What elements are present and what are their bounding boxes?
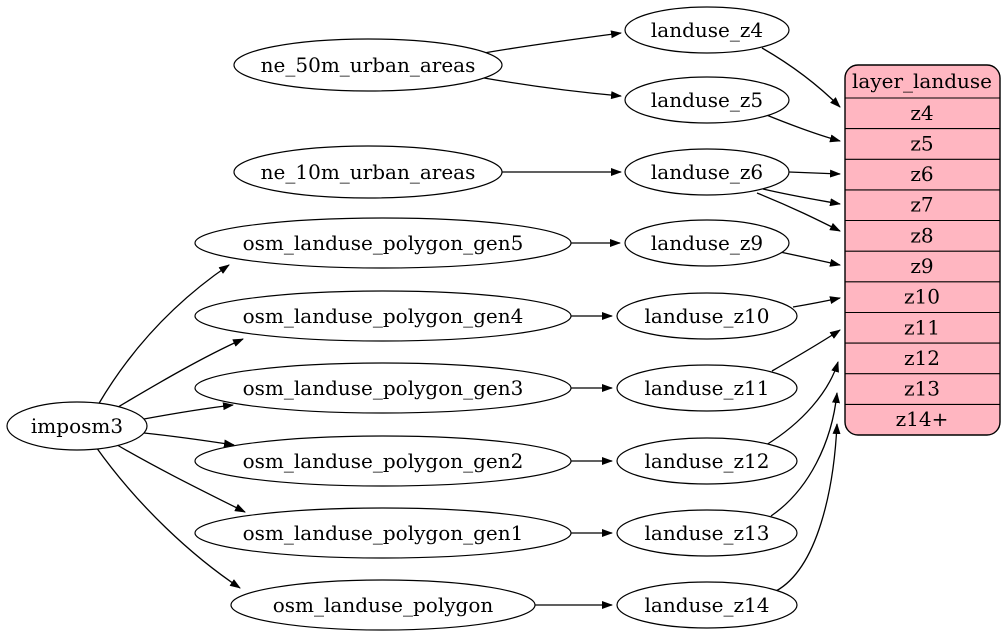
node-landuse_z5-shape: [624, 76, 790, 124]
node-osm_landuse_polygon: osm_landuse_polygon: [230, 579, 536, 631]
node-landuse_z6-label: landuse_z6: [651, 160, 763, 184]
table-row-z14plus: z14+: [896, 407, 949, 431]
node-osm_landuse_polygon_gen4: osm_landuse_polygon_gen4: [194, 290, 572, 342]
node-ne_10m_urban_areas: ne_10m_urban_areas: [233, 145, 503, 199]
table-row-z11: z11: [904, 315, 940, 339]
node-landuse_z4: landuse_z4: [624, 6, 790, 54]
edge-landuse_z9-row-z9: [779, 251, 841, 267]
node-landuse_z14: landuse_z14: [616, 581, 798, 629]
node-imposm3-label: imposm3: [31, 414, 123, 438]
node-landuse_z11-label: landuse_z11: [645, 376, 770, 400]
node-osm_landuse_polygon_gen2-label: osm_landuse_polygon_gen2: [243, 449, 524, 473]
table-row-z8: z8: [910, 223, 933, 247]
node-imposm3: imposm3: [6, 401, 148, 451]
node-ne_50m_urban_areas-shape: [233, 38, 503, 92]
node-landuse_z12: landuse_z12: [616, 437, 798, 485]
node-osm_landuse_polygon_gen1: osm_landuse_polygon_gen1: [194, 507, 572, 559]
edge-landuse_z6-row-z8: [756, 192, 841, 232]
node-osm_landuse_polygon_gen1-label: osm_landuse_polygon_gen1: [243, 521, 524, 545]
edge-landuse_z11-row-z11: [771, 329, 841, 372]
table-row-z13: z13: [904, 377, 940, 401]
node-osm_landuse_polygon_gen5-shape: [194, 217, 572, 269]
node-landuse_z9-shape: [624, 219, 790, 267]
node-landuse_z6-shape: [624, 148, 790, 196]
node-landuse_z11: landuse_z11: [616, 364, 798, 412]
edges: [95, 30, 841, 609]
edge-imposm3-osm_landuse_polygon_gen5: [97, 264, 230, 406]
node-landuse_z10: landuse_z10: [616, 292, 798, 340]
table-row-z12: z12: [904, 346, 940, 370]
edge-landuse_z6-row-z6: [788, 169, 841, 178]
table-title: layer_landuse: [852, 69, 992, 93]
node-osm_landuse_polygon_gen5: osm_landuse_polygon_gen5: [194, 217, 572, 269]
node-osm_landuse_polygon_gen5-label: osm_landuse_polygon_gen5: [243, 231, 524, 255]
node-landuse_z4-shape: [624, 6, 790, 54]
node-ne_10m_urban_areas-label: ne_10m_urban_areas: [261, 160, 476, 184]
node-landuse_z11-shape: [616, 364, 798, 412]
edge-landuse_z4-row-z4: [761, 47, 841, 108]
edge-landuse_z6-row-z7: [762, 188, 841, 207]
node-osm_landuse_polygon_gen1-shape: [194, 507, 572, 559]
table-layer_landuse-body: [844, 64, 1001, 436]
node-landuse_z12-label: landuse_z12: [645, 449, 770, 473]
node-imposm3-shape: [6, 401, 148, 451]
node-landuse_z9-label: landuse_z9: [651, 231, 763, 255]
node-osm_landuse_polygon_gen3: osm_landuse_polygon_gen3: [194, 362, 572, 414]
node-osm_landuse_polygon_gen2-shape: [194, 435, 572, 487]
node-osm_landuse_polygon_gen3-label: osm_landuse_polygon_gen3: [243, 376, 524, 400]
node-landuse_z6: landuse_z6: [624, 148, 790, 196]
node-landuse_z12-shape: [616, 437, 798, 485]
edge-landuse_z12-row-z12: [765, 361, 839, 446]
node-osm_landuse_polygon_gen2: osm_landuse_polygon_gen2: [194, 435, 572, 487]
edge-ne_50m_urban_areas-landuse_z5: [483, 77, 622, 100]
node-landuse_z4-label: landuse_z4: [651, 18, 763, 42]
node-landuse_z9: landuse_z9: [624, 219, 790, 267]
node-osm_landuse_polygon_gen3-shape: [194, 362, 572, 414]
node-osm_landuse_polygon-label: osm_landuse_polygon: [273, 593, 494, 617]
node-ne_10m_urban_areas-shape: [233, 145, 503, 199]
table-layer_landuse: layer_landuse z4 z5 z6 z7 z8 z9 z10 z11 …: [844, 64, 1001, 436]
edge-ne_50m_urban_areas-landuse_z4: [483, 30, 622, 54]
node-landuse_z5-label: landuse_z5: [651, 88, 763, 112]
node-ne_50m_urban_areas-label: ne_50m_urban_areas: [261, 53, 476, 77]
edge-imposm3-osm_landuse_polygon_gen1: [111, 441, 246, 513]
edge-imposm3-osm_landuse_polygon_gen2: [143, 432, 235, 448]
node-osm_landuse_polygon_gen4-label: osm_landuse_polygon_gen4: [243, 304, 524, 328]
edge-imposm3-osm_landuse_polygon_gen3: [143, 402, 234, 420]
node-osm_landuse_polygon_gen4-shape: [194, 290, 572, 342]
edge-landuse_z14-row-z14plus: [775, 423, 841, 592]
nodes: imposm3 ne_50m_urban_areas ne_10m_urban_…: [6, 6, 798, 631]
node-landuse_z14-label: landuse_z14: [645, 593, 770, 617]
node-landuse_z10-label: landuse_z10: [645, 304, 770, 328]
node-landuse_z10-shape: [616, 292, 798, 340]
table-row-z4: z4: [910, 101, 933, 125]
node-landuse_z5: landuse_z5: [624, 76, 790, 124]
node-landuse_z13-shape: [616, 509, 798, 557]
node-landuse_z13-label: landuse_z13: [645, 521, 770, 545]
edge-landuse_z10-row-z10: [792, 296, 841, 308]
table-row-z10: z10: [904, 285, 940, 309]
edge-imposm3-osm_landuse_polygon_gen4: [112, 338, 244, 411]
node-landuse_z14-shape: [616, 581, 798, 629]
edge-landuse_z5-row-z5: [763, 113, 841, 143]
table-row-z6: z6: [910, 162, 933, 186]
table-row-z5: z5: [910, 131, 933, 155]
edge-landuse_z13-row-z13: [770, 392, 840, 517]
table-row-z7: z7: [910, 193, 933, 217]
edge-imposm3-osm_landuse_polygon: [95, 446, 241, 589]
node-osm_landuse_polygon-shape: [230, 579, 536, 631]
table-row-z9: z9: [910, 254, 933, 278]
node-ne_50m_urban_areas: ne_50m_urban_areas: [233, 38, 503, 92]
node-landuse_z13: landuse_z13: [616, 509, 798, 557]
